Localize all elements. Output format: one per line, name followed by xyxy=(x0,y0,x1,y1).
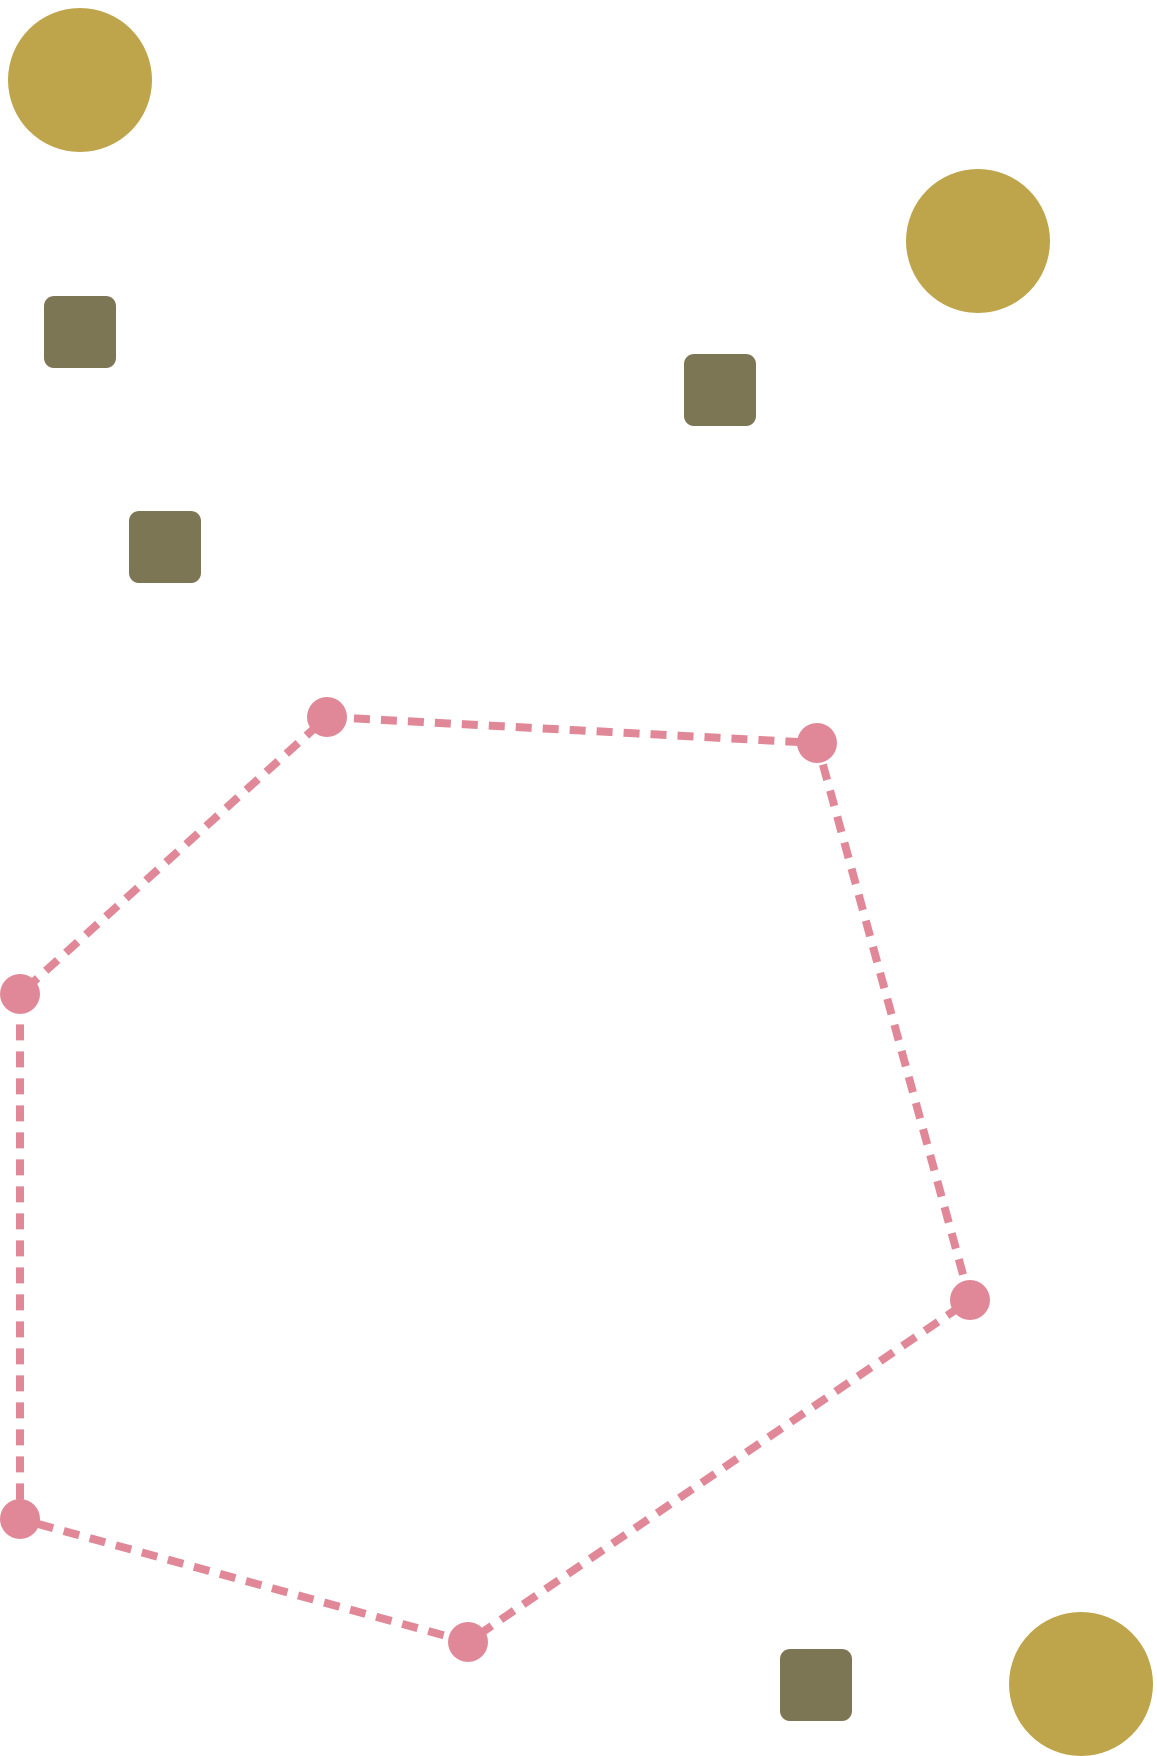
square-bottom xyxy=(780,1649,852,1721)
vertex-5 xyxy=(0,1499,40,1539)
vertex-1 xyxy=(307,697,347,737)
square-left-upper xyxy=(44,296,116,368)
square-right-upper xyxy=(684,354,756,426)
circle-bottom-right xyxy=(1009,1612,1153,1756)
circle-top-right xyxy=(906,169,1050,313)
vertex-3 xyxy=(950,1280,990,1320)
vertex-6 xyxy=(0,974,40,1014)
dashed-polygon xyxy=(16,713,974,1646)
circle-top-left xyxy=(8,8,152,152)
vertex-4 xyxy=(448,1622,488,1662)
vertex-2 xyxy=(797,723,837,763)
square-left-lower xyxy=(129,511,201,583)
